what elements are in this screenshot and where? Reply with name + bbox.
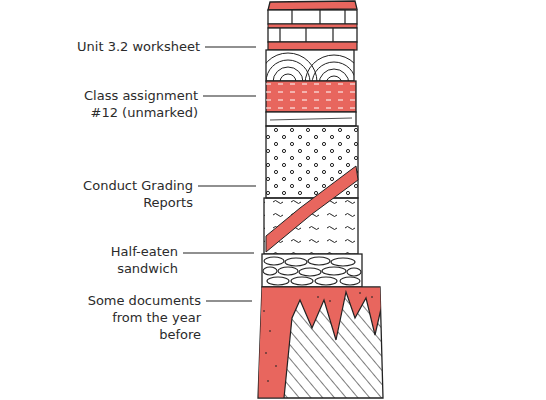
red-intrusion xyxy=(258,287,383,398)
brick-row xyxy=(268,28,357,42)
dash-marks xyxy=(266,81,356,112)
stipple xyxy=(264,292,372,382)
layer-label: Half-eaten sandwich xyxy=(96,243,178,277)
cross-bedding xyxy=(266,53,354,81)
leader-lines xyxy=(183,47,256,301)
bedding-line xyxy=(270,118,352,120)
cobbles xyxy=(263,257,361,285)
layer-label: Some documents from the year before xyxy=(83,292,201,343)
layer-label: Class assignment #12 (unmarked) xyxy=(72,87,198,121)
plain-layer xyxy=(266,112,356,126)
brick-joints xyxy=(280,28,333,42)
bedrock-layer xyxy=(258,287,383,398)
red-wedge xyxy=(266,166,358,252)
red-band xyxy=(268,42,357,50)
brick-joints xyxy=(292,10,345,24)
cobble-layer xyxy=(262,254,362,287)
layer-label: Conduct Grading Reports xyxy=(73,177,193,211)
red-cap-layer xyxy=(268,1,357,10)
brick-row xyxy=(268,10,357,24)
layer-label: Unit 3.2 worksheet xyxy=(30,38,200,55)
red-dashed-layer xyxy=(266,81,356,112)
